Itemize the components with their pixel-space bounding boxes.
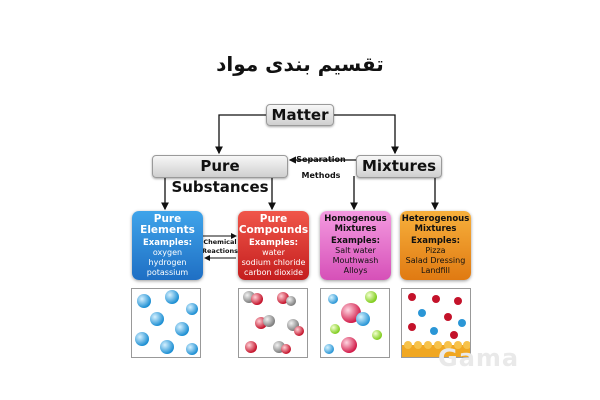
card-examples-label: Examples: <box>330 236 381 246</box>
pure-substances-node: Pure Substances <box>152 155 288 196</box>
card-item: Salad Dressing <box>405 256 466 265</box>
card-examples-label: Examples: <box>248 238 299 248</box>
separation-methods-label: Separation Methods <box>290 155 352 181</box>
chemical-label-line2: Reactions <box>202 247 238 255</box>
card-item: potassium <box>146 268 189 277</box>
gama-watermark: Gama <box>438 344 520 372</box>
card-item: sodium chloride <box>241 258 306 267</box>
card-item: Mouthwash <box>332 256 379 265</box>
card-item: Salt water <box>335 246 376 255</box>
matter-to-pure-line <box>215 114 266 155</box>
card-item: water <box>262 248 285 257</box>
card-item: Landfill <box>421 266 450 275</box>
matter-to-mixtures-line <box>332 114 399 155</box>
card-item: hydrogen <box>148 258 187 267</box>
card-item: oxygen <box>152 248 183 257</box>
mixtures-node: Mixtures <box>356 155 442 178</box>
separation-label-line1: Separation <box>296 155 346 164</box>
card-item: carbon dioxide <box>243 268 304 277</box>
homogenous-molecules-image <box>320 288 390 358</box>
card-item: Alloys <box>343 266 368 275</box>
card-examples-label: Examples: <box>142 238 193 248</box>
card-item: Pizza <box>425 246 446 255</box>
separation-label-line2: Methods <box>301 171 341 180</box>
chemical-reactions-label: Chemical Reactions <box>200 238 240 256</box>
card-examples-label: Examples: <box>410 236 461 246</box>
compounds-molecules-image <box>238 288 308 358</box>
matter-node: Matter <box>266 104 334 126</box>
diagram-title: تقسیم بندی مواد <box>216 52 384 76</box>
elements-molecules-image <box>131 288 201 358</box>
heterogenous-molecules-image <box>401 288 471 358</box>
chemical-label-line1: Chemical <box>203 238 237 246</box>
